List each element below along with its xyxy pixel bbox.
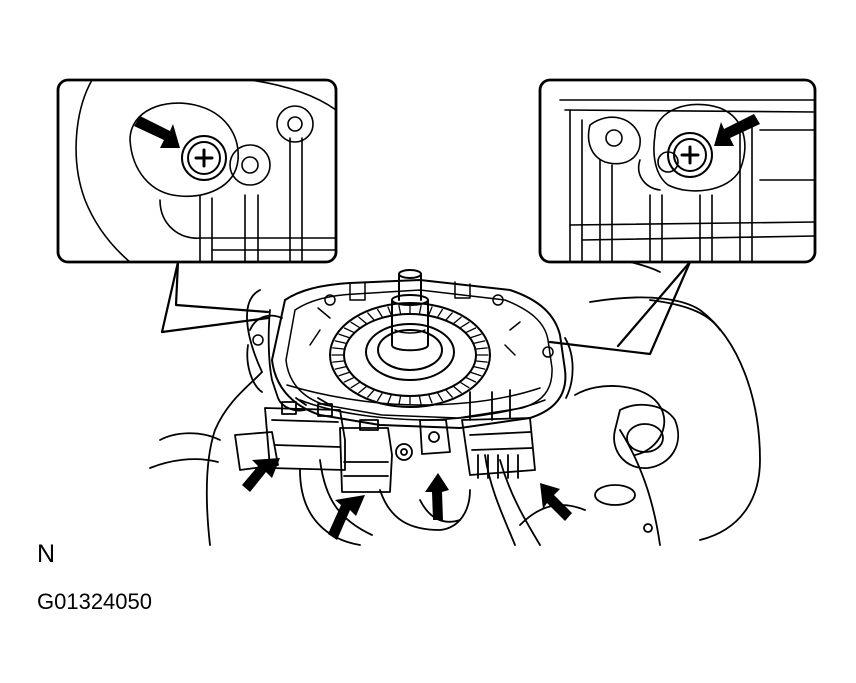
rotor-tooth — [358, 316, 367, 324]
rotor-tooth — [398, 304, 402, 315]
rotor-tooth — [398, 395, 402, 406]
rotor-tooth — [367, 389, 375, 398]
view-letter: N — [37, 540, 56, 568]
rotor-tooth — [334, 366, 347, 370]
rotor-tooth — [338, 333, 350, 339]
connector-arrows — [242, 458, 572, 540]
rotor-tooth — [470, 371, 482, 377]
rotor-tooth — [418, 304, 422, 315]
rotor-tooth — [465, 327, 477, 333]
rotor-tooth — [358, 386, 367, 394]
right-inset — [538, 78, 817, 264]
callout-leaders — [160, 260, 692, 356]
rotor-tooth — [376, 308, 383, 318]
rotor-tooth — [350, 321, 361, 329]
rotor-tooth — [387, 306, 392, 316]
rotor-tooth — [334, 340, 347, 344]
rotor-tooth — [367, 312, 375, 321]
connectors — [264, 389, 536, 493]
rotor-tooth — [376, 392, 383, 402]
rotor-tooth — [343, 377, 355, 383]
arrow-screw-left — [134, 116, 180, 148]
steering-shaft — [391, 269, 429, 352]
arrow-connector-4 — [540, 483, 572, 521]
arrow-connector-1 — [242, 458, 280, 492]
rotor-tooth — [445, 389, 453, 398]
rotor-tooth — [470, 333, 482, 339]
rotor-tooth — [387, 394, 392, 404]
rotor-tooth — [473, 366, 486, 370]
screw-left — [181, 135, 227, 181]
rotor-tooth — [418, 395, 422, 406]
rotor-tooth — [350, 381, 361, 389]
rotor-tooth — [428, 394, 433, 404]
rotor-tooth — [332, 347, 345, 350]
rotor-tooth — [343, 327, 355, 333]
arrow-connector-2 — [328, 495, 365, 540]
rotor-tooth — [437, 392, 444, 402]
arrow-screw-right — [714, 114, 760, 146]
rotor-tooth — [332, 360, 345, 363]
rotor-tooth — [437, 308, 444, 318]
rotor-teeth — [331, 304, 489, 406]
rotor-tooth — [338, 371, 350, 377]
rotor-tooth — [453, 386, 462, 394]
figure-code: G01324050 — [37, 589, 152, 614]
arrow-connector-3 — [425, 473, 449, 520]
rotor-tooth — [428, 306, 433, 316]
rotor-tooth — [459, 321, 470, 329]
rotor-tooth — [459, 381, 470, 389]
rotor-tooth — [465, 377, 477, 383]
clock-spring-rotor — [329, 302, 491, 408]
wire-harness — [299, 403, 680, 546]
left-inset — [56, 78, 338, 264]
rotor-tooth — [453, 316, 462, 324]
rotor-tooth — [475, 347, 488, 350]
screw-right — [667, 132, 713, 178]
rotor-tooth — [475, 360, 488, 363]
rotor-tooth — [473, 340, 486, 344]
rotor-tooth — [445, 312, 453, 321]
